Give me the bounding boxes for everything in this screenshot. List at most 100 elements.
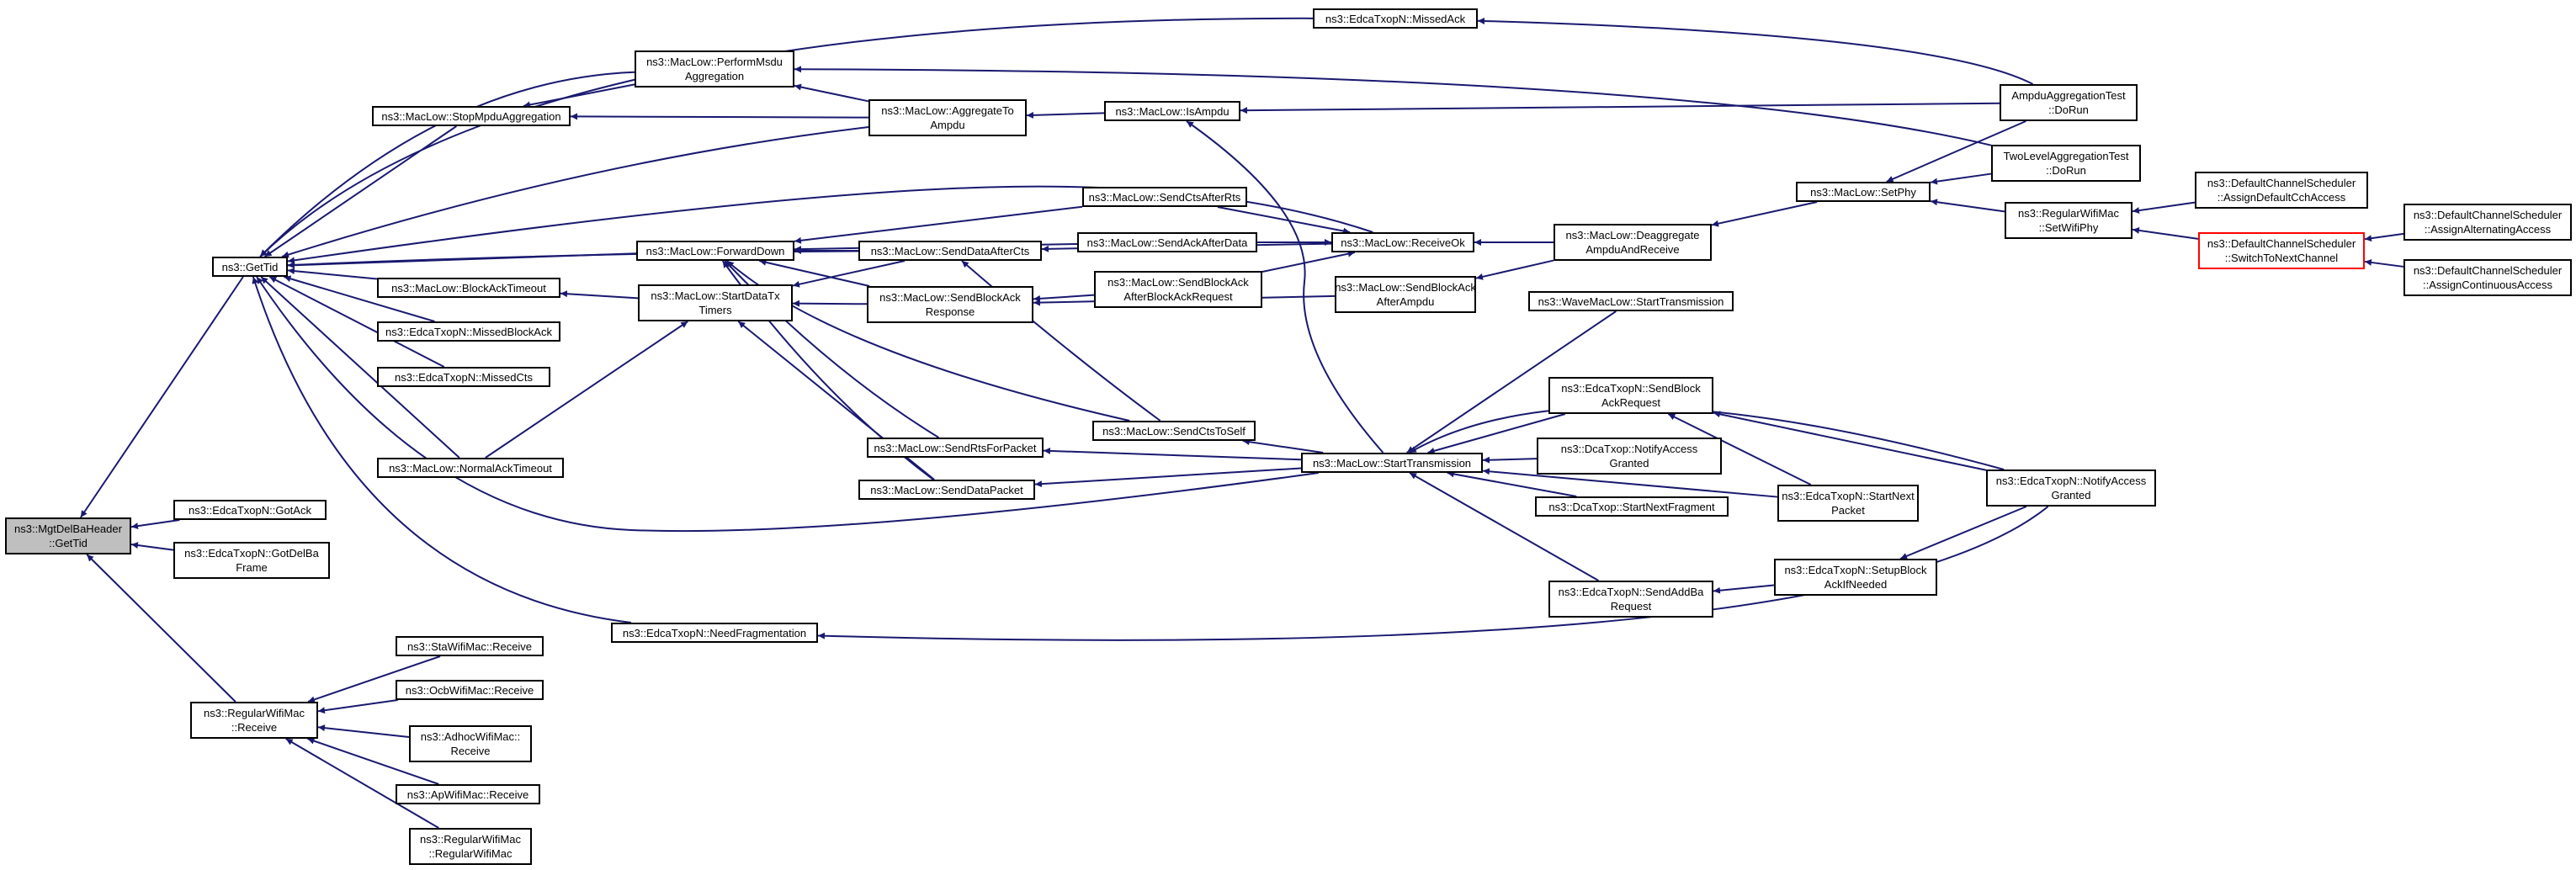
- edge-performmsdu-to-stopmpdu: [523, 83, 635, 109]
- node-ampduaggregationtest-dorun[interactable]: AmpduAggregationTest ::DoRun: [2000, 84, 2138, 121]
- edge-dcanotify-to-starttransmission: [1482, 456, 1538, 464]
- edge-ampdutest-to-missedack: [1477, 17, 2034, 85]
- edge-regsetwifiphy-to-setphy: [1930, 199, 2005, 213]
- edge-setupblockack-to-sendaddba: [1713, 584, 1775, 594]
- node-defaultchannelscheduler-switchtonextchannel[interactable]: ns3::DefaultChannelScheduler ::SwitchToN…: [2198, 232, 2365, 269]
- node-maclow-sendackafterdata[interactable]: ns3::MacLow::SendAckAfterData: [1077, 232, 1257, 252]
- node-maclow-stopmpduaggregation[interactable]: ns3::MacLow::StopMpduAggregation: [372, 106, 571, 126]
- node-maclow-senddataaftercts[interactable]: ns3::MacLow::SendDataAfterCts: [858, 241, 1042, 261]
- edge-aggregate-to-gettid: [281, 126, 869, 258]
- edge-twoleveltest-to-performmsdu: [794, 66, 1992, 146]
- node-edcatxopn-gotack[interactable]: ns3::EdcaTxopN::GotAck: [173, 500, 327, 520]
- edge-aggregate-to-performmsdu: [794, 83, 869, 103]
- node-maclow-starttransmission[interactable]: ns3::MacLow::StartTransmission: [1301, 453, 1483, 473]
- edge-sendblockackreq-to-starttransmission: [1427, 413, 1566, 454]
- edge-edcanotify-to-setupblockack: [1899, 506, 2027, 560]
- node-maclow-senddatapacket[interactable]: ns3::MacLow::SendDataPacket: [858, 480, 1035, 500]
- node-maclow-isampdu[interactable]: ns3::MacLow::IsAmpdu: [1104, 101, 1240, 121]
- node-maclow-blockacktimeout[interactable]: ns3::MacLow::BlockAckTimeout: [377, 278, 560, 298]
- node-regularwifimac-receive[interactable]: ns3::RegularWifiMac ::Receive: [190, 702, 318, 739]
- edge-sendblockackafterreq-to-sendblockackresp: [1033, 294, 1095, 302]
- node-maclow-receiveok[interactable]: ns3::MacLow::ReceiveOk: [1331, 232, 1474, 252]
- edge-switchnext-to-regsetwifiphy: [2132, 226, 2199, 240]
- node-maclow-performmsduaggregation[interactable]: ns3::MacLow::PerformMsdu Aggregation: [635, 50, 794, 88]
- edge-sendaddba-to-starttransmission: [1409, 472, 1599, 581]
- edge-ampdutest-to-setphy: [1886, 120, 2026, 183]
- node-edcatxopn-missedblockack[interactable]: ns3::EdcaTxopN::MissedBlockAck: [377, 321, 560, 342]
- edge-needfrag-to-gettid: [252, 276, 632, 623]
- edge-sendblockackafterreq-to-receiveok: [1261, 250, 1355, 273]
- node-edcatxopn-startnextpacket[interactable]: ns3::EdcaTxopN::StartNext Packet: [1777, 485, 1919, 522]
- node-maclow-aggregatetoampdu[interactable]: ns3::MacLow::AggregateTo Ampdu: [868, 99, 1027, 136]
- edge-assigncont-to-switchnext: [2364, 259, 2404, 268]
- edge-starttransmission-to-gettid: [256, 276, 1319, 533]
- node-maclow-deaggregateampduandreceive[interactable]: ns3::MacLow::Deaggregate AmpduAndReceive: [1554, 224, 1712, 261]
- node-edcatxopn-setupblockackifneeded[interactable]: ns3::EdcaTxopN::SetupBlock AckIfNeeded: [1774, 559, 1937, 596]
- edge-normalacktimeout-to-startdatatx: [485, 321, 688, 459]
- edge-reg_ctor-to-regreceive: [285, 738, 439, 829]
- edge-starttransmission-to-senddatapacket: [1034, 467, 1302, 488]
- edge-aggregate-to-stopmpdu: [570, 113, 869, 120]
- node-defaultchannelscheduler-assignalternatingaccess[interactable]: ns3::DefaultChannelScheduler ::AssignAlt…: [2403, 204, 2572, 241]
- edge-starttransmission-to-sendctstoself: [1242, 438, 1324, 454]
- node-maclow-sendblockackafterampdu[interactable]: ns3::MacLow::SendBlockAck AfterAmpdu: [1335, 276, 1476, 313]
- edge-edcanotify-to-sendblockackreq: [1713, 411, 1987, 471]
- node-dcatxop-startnextfragment[interactable]: ns3::DcaTxop::StartNextFragment: [1535, 496, 1729, 517]
- node-regularwifimac-ctor[interactable]: ns3::RegularWifiMac ::RegularWifiMac: [409, 828, 532, 865]
- node-ocbwifimac-receive[interactable]: ns3::OcbWifiMac::Receive: [396, 680, 544, 700]
- node-defaultchannelscheduler-assigncontinuousaccess[interactable]: ns3::DefaultChannelScheduler ::AssignCon…: [2403, 259, 2572, 296]
- node-maclow-startdatatxtimers[interactable]: ns3::MacLow::StartDataTx Timers: [638, 284, 793, 321]
- edge-ocb_receive-to-regreceive: [317, 699, 398, 714]
- node-edcatxopn-notifyaccessgranted[interactable]: ns3::EdcaTxopN::NotifyAccess Granted: [1986, 469, 2156, 507]
- edge-stopmpdu-to-gettid: [264, 125, 457, 257]
- edge-starttransmission-to-sendrtsforpacket: [1043, 447, 1302, 461]
- node-maclow-setphy[interactable]: ns3::MacLow::SetPhy: [1796, 182, 1931, 202]
- edge-blockacktimeout-to-gettid: [287, 268, 378, 280]
- edge-performmsdu-to-gettid: [259, 71, 635, 257]
- node-maclow-sendblockackafterblockackrequest[interactable]: ns3::MacLow::SendBlockAck AfterBlockAckR…: [1094, 271, 1262, 308]
- node-maclow-sendctstoself[interactable]: ns3::MacLow::SendCtsToSelf: [1092, 421, 1256, 441]
- edge-twoleveltest-to-setphy: [1930, 172, 1992, 185]
- node-maclow-forwarddown[interactable]: ns3::MacLow::ForwardDown: [636, 241, 794, 261]
- edge-sendblockackresp-to-startdatatx: [792, 300, 868, 307]
- node-maclow-sendrtsforpacket[interactable]: ns3::MacLow::SendRtsForPacket: [867, 438, 1044, 458]
- edge-regreceive-to-root: [86, 554, 236, 703]
- edge-edcastartnext-to-starttransmission: [1482, 468, 1778, 498]
- node-apwifimac-receive[interactable]: ns3::ApWifiMac::Receive: [396, 784, 540, 804]
- node-edcatxopn-missedack[interactable]: ns3::EdcaTxopN::MissedAck: [1313, 8, 1478, 29]
- edge-sendctsafterrts-to-forwarddown: [794, 205, 1083, 244]
- edge-edcastartnext-to-sendblockackreq: [1667, 413, 1812, 485]
- node-stawifimac-receive[interactable]: ns3::StaWifiMac::Receive: [396, 636, 544, 656]
- node-gettid[interactable]: ns3::GetTid: [212, 257, 288, 277]
- edge-normalacktimeout-to-gettid: [260, 276, 460, 459]
- edge-isampdu-to-aggregate: [1026, 111, 1105, 119]
- node-maclow-sendctsafterrts[interactable]: ns3::MacLow::SendCtsAfterRts: [1082, 187, 1247, 207]
- node-edcatxopn-gotdelbaframe[interactable]: ns3::EdcaTxopN::GotDelBa Frame: [173, 542, 330, 579]
- edge-edcanotify-to-needfrag: [817, 506, 2049, 641]
- node-edcatxopn-needfragmentation[interactable]: ns3::EdcaTxopN::NeedFragmentation: [611, 623, 818, 643]
- node-adhocwifimac-receive[interactable]: ns3::AdhocWifiMac:: Receive: [409, 725, 532, 762]
- node-dcatxop-notifyaccessgranted[interactable]: ns3::DcaTxop::NotifyAccess Granted: [1537, 438, 1722, 475]
- node-regularwifimac-setwifiphy[interactable]: ns3::RegularWifiMac ::SetWifiPhy: [2005, 202, 2133, 239]
- node-maclow-sendblockackresponse[interactable]: ns3::MacLow::SendBlockAck Response: [867, 286, 1033, 323]
- edge-setphy-to-deaggregate: [1711, 201, 1818, 227]
- edge-missedcts-to-gettid: [268, 276, 445, 368]
- node-defaultchannelscheduler-assigndefaultcchaccess[interactable]: ns3::DefaultChannelScheduler ::AssignDef…: [2195, 172, 2368, 209]
- edge-sendctsafterrts-to-receiveok: [1217, 206, 1351, 235]
- node-twolevelaggregationtest-dorun[interactable]: TwoLevelAggregationTest ::DoRun: [1991, 145, 2141, 182]
- edge-gotack-to-root: [130, 519, 180, 530]
- node-edcatxopn-sendblockackrequest[interactable]: ns3::EdcaTxopN::SendBlock AckRequest: [1548, 377, 1713, 414]
- edge-receiveok-to-gettid: [287, 185, 1373, 264]
- node-mgtdelbaheader-gettid[interactable]: ns3::MgtDelBaHeader ::GetTid: [5, 517, 131, 554]
- graph-edges: [80, 17, 2404, 829]
- edge-dcastartnext-to-starttransmission: [1447, 470, 1577, 497]
- node-maclow-normalacktimeout[interactable]: ns3::MacLow::NormalAckTimeout: [377, 458, 564, 478]
- edge-gotdelba-to-root: [130, 542, 174, 551]
- node-edcatxopn-sendaddbarequest[interactable]: ns3::EdcaTxopN::SendAddBa Request: [1548, 581, 1713, 618]
- edge-starttransmission-to-isampdu: [1186, 120, 1384, 454]
- edge-deaggregate-to-sendblockackafterampdu: [1475, 259, 1554, 280]
- node-edcatxopn-missedcts[interactable]: ns3::EdcaTxopN::MissedCts: [377, 367, 550, 387]
- edge-sendblockackresp-to-forwarddown: [759, 258, 870, 287]
- node-wavemaclow-starttransmission[interactable]: ns3::WaveMacLow::StartTransmission: [1528, 291, 1734, 311]
- edge-sendctstoself-to-senddataafterctx: [961, 260, 1161, 422]
